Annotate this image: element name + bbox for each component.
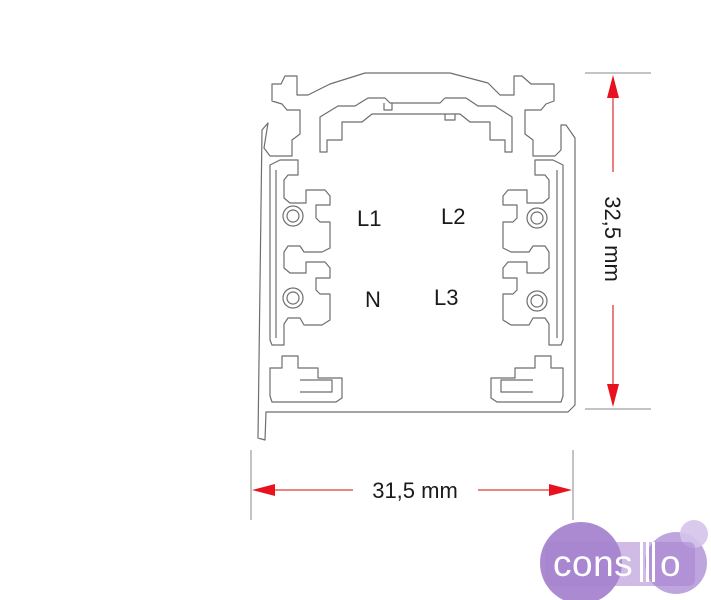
width-arrow-right <box>549 484 572 496</box>
profile-left-inner-wall <box>269 159 331 346</box>
conductor-hole-l3-inner <box>530 294 544 308</box>
conductor-hole-l2 <box>526 207 548 229</box>
conductor-hole-l3 <box>526 290 548 312</box>
conductor-hole-l1 <box>282 205 304 227</box>
logo-text: cons <box>553 543 633 584</box>
profile-top-channel <box>319 97 513 153</box>
label-l1: L1 <box>357 206 381 231</box>
profile-right-foot-inner <box>500 379 533 393</box>
brand-logo: cons o <box>540 520 708 600</box>
width-dimension: 31,5 mm <box>250 450 574 520</box>
height-dimension-text: 32,5 mm <box>600 196 625 282</box>
width-dimension-text: 31,5 mm <box>372 478 458 503</box>
profile-top-notch-right <box>444 114 456 121</box>
logo-bubble-small <box>680 520 708 548</box>
logo-text-end: o <box>660 543 681 584</box>
profile-right-inner-wall <box>502 159 564 346</box>
profile-right-foot <box>490 355 564 403</box>
logo-bar-1 <box>640 542 643 582</box>
conductor-hole-l1-inner <box>286 209 300 223</box>
profile-outer-shell <box>257 72 576 441</box>
conductor-hole-n <box>282 287 304 309</box>
logo-bar-3 <box>652 542 655 582</box>
conductor-hole-n-inner <box>286 291 300 305</box>
logo-bar <box>545 542 695 586</box>
height-dimension: 32,5 mm <box>585 72 651 410</box>
width-arrow-left <box>252 484 275 496</box>
label-l2: L2 <box>441 204 465 229</box>
height-arrow-bottom <box>607 384 619 407</box>
profile-top-notch <box>383 103 393 111</box>
profile-left-foot-inner <box>300 379 333 393</box>
logo-bar-2 <box>646 542 649 582</box>
label-n: N <box>365 287 381 312</box>
profile-left-foot <box>269 355 343 403</box>
logo-bars-icon <box>640 542 655 582</box>
conductor-hole-l2-inner <box>530 211 544 225</box>
track-profile <box>257 72 576 441</box>
height-arrow-top <box>607 75 619 98</box>
label-l3: L3 <box>434 285 458 310</box>
